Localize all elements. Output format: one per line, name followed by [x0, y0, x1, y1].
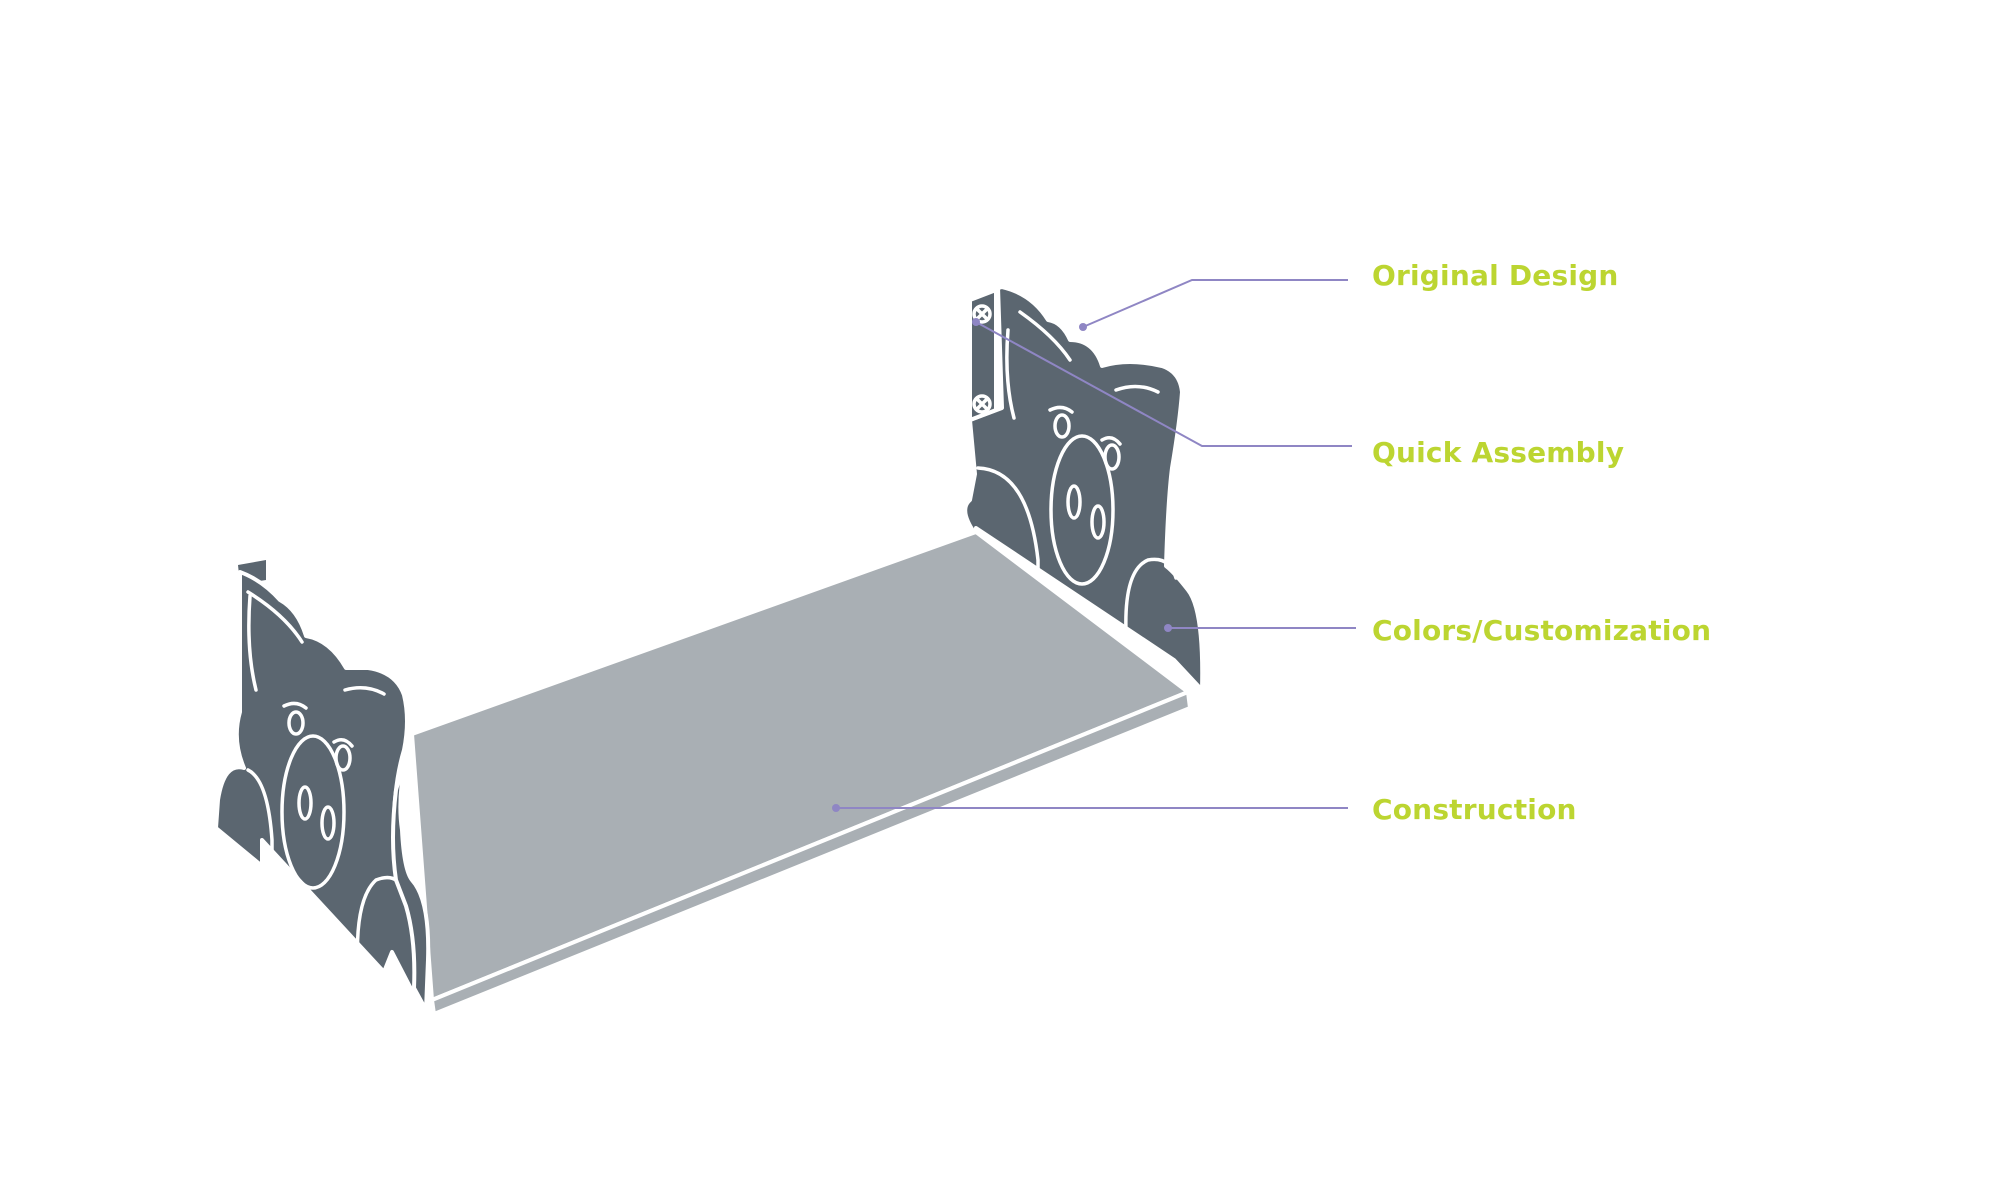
screw-top-cross — [976, 308, 988, 320]
left-ear-line — [246, 590, 304, 644]
right-pig-panel — [963, 285, 1205, 692]
shelf-board — [410, 530, 1192, 1016]
left-panel-front-lip — [391, 732, 431, 1012]
callout-original-design: Original Design — [1372, 259, 1619, 292]
leader-original-design-dot — [1079, 323, 1087, 331]
leader-original-design — [1082, 279, 1348, 328]
left-snout — [280, 734, 346, 890]
screw-bottom-cross — [976, 398, 988, 410]
left-eye-1-brow — [282, 701, 308, 710]
left-nostril-1 — [297, 785, 313, 821]
right-nostril-1 — [1066, 484, 1082, 520]
right-brow-line — [1114, 384, 1160, 394]
right-eye-1 — [1053, 413, 1071, 439]
leader-lines — [832, 279, 1356, 812]
screw-top-icon — [972, 304, 992, 324]
left-brow-line — [343, 686, 386, 696]
left-eye-1 — [287, 710, 305, 736]
right-rear-leg-line — [1124, 557, 1178, 634]
right-ear-line — [1018, 310, 1072, 362]
left-eye-2-brow — [332, 738, 354, 748]
callout-construction: Construction — [1372, 793, 1577, 826]
callout-colors-customization: Colors/Customization — [1372, 614, 1712, 647]
callout-quick-assembly: Quick Assembly — [1372, 436, 1625, 469]
board-top — [410, 530, 1190, 1002]
leader-colors-dot — [1164, 624, 1172, 632]
left-panel-silhouette — [214, 570, 430, 1012]
leader-quick-assembly — [975, 321, 1352, 447]
right-snout — [1049, 434, 1115, 586]
right-eye-1-brow — [1048, 405, 1074, 414]
leader-construction-dot — [832, 804, 840, 812]
right-eye-2-brow — [1100, 436, 1122, 446]
right-leg-line — [976, 466, 1040, 572]
left-nostril-2 — [320, 805, 336, 841]
board-front-edge — [430, 690, 1192, 1016]
left-leg-line — [246, 768, 274, 870]
right-nostril-2 — [1090, 504, 1106, 540]
screw-bottom-icon — [972, 394, 992, 414]
leader-quick-assembly-dot — [972, 318, 980, 326]
left-ear-inner-line — [247, 594, 258, 692]
